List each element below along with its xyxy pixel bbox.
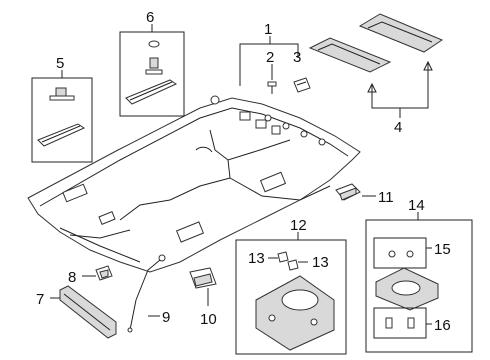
dome-lamp-box-14 [365, 212, 473, 353]
callout-13-left: 13 [248, 250, 265, 267]
callout-14: 14 [408, 197, 425, 214]
pad-set-4 [308, 13, 444, 118]
grab-handle-assembly-5 [31, 70, 93, 163]
callout-4: 4 [394, 119, 402, 136]
callout-10: 10 [200, 311, 217, 328]
clip-group-1 [239, 36, 311, 94]
callout-9: 9 [162, 309, 170, 326]
callout-1: 1 [264, 21, 272, 38]
callout-12: 12 [290, 217, 307, 234]
headliner [27, 95, 361, 273]
callout-2: 2 [266, 49, 274, 66]
lamp-10 [189, 267, 217, 306]
callout-7: 7 [36, 291, 44, 308]
callout-11: 11 [378, 189, 394, 206]
callout-3: 3 [293, 49, 301, 66]
connector-11 [335, 183, 376, 201]
callout-5: 5 [56, 55, 64, 72]
map-lamp-box-12 [235, 232, 347, 355]
rod-9 [127, 259, 161, 333]
callout-6: 6 [146, 9, 154, 26]
clip-8 [82, 265, 113, 281]
grab-handle-assembly-6 [119, 24, 185, 117]
callout-15: 15 [434, 241, 451, 258]
callout-13-right: 13 [312, 254, 329, 271]
callout-8: 8 [68, 269, 76, 286]
sunvisor-7 [50, 285, 117, 339]
callout-16: 16 [434, 317, 451, 334]
